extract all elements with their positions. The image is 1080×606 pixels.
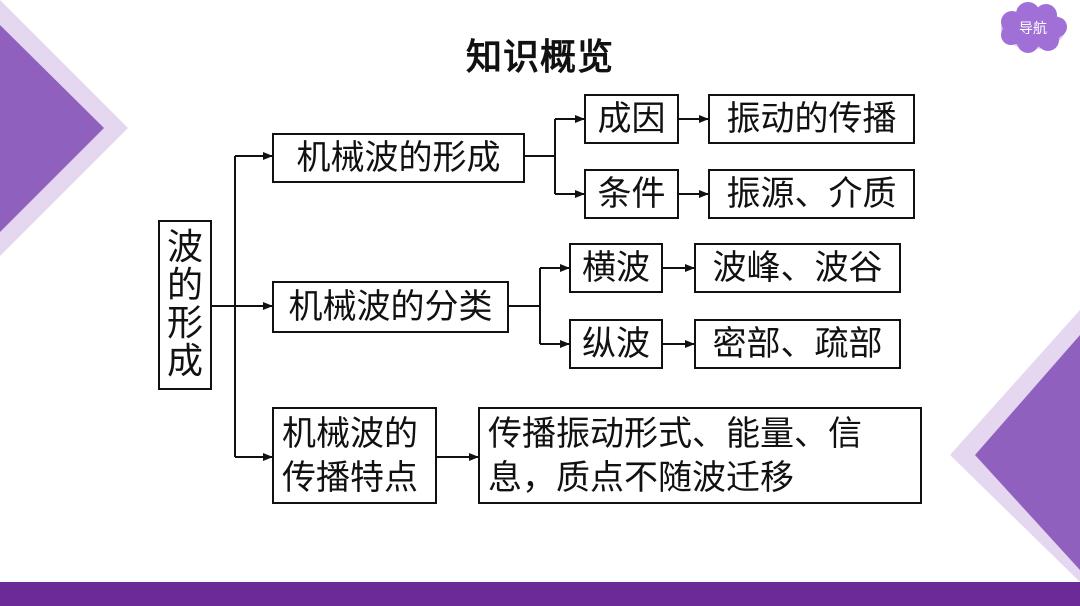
root-box: 波 的 形 成 — [158, 220, 212, 390]
condition-box: 条件 — [584, 169, 679, 219]
transverse-wave-box: 横波 — [569, 243, 663, 293]
page-title: 知识概览 — [465, 37, 614, 78]
features-detail-line2: 息，质点不随波迁移 — [488, 457, 794, 498]
root-char: 的 — [166, 265, 203, 306]
root-char: 形 — [166, 303, 203, 344]
features-detail-box: 传播振动形式、能量、信 息，质点不随波迁移 — [478, 407, 922, 504]
bottom-bar — [0, 582, 1080, 606]
formation-box: 机械波的形成 — [272, 133, 525, 183]
nav-button-label: 导航 — [1019, 21, 1047, 37]
transverse-detail-box: 波峰、波谷 — [694, 243, 901, 293]
features-box: 机械波的 传播特点 — [272, 407, 437, 504]
root-char: 成 — [166, 341, 203, 382]
condition-detail-box: 振源、介质 — [708, 169, 915, 219]
root-char: 波 — [166, 227, 203, 268]
features-label-line2: 传播特点 — [282, 457, 418, 498]
longitudinal-wave-box: 纵波 — [569, 319, 663, 369]
features-detail-line1: 传播振动形式、能量、信 — [488, 413, 862, 454]
longitudinal-detail-box: 密部、疏部 — [694, 319, 901, 369]
classification-box: 机械波的分类 — [272, 281, 509, 333]
cloud-icon — [1001, 2, 1067, 53]
nav-button[interactable]: 导航 — [998, 2, 1068, 54]
cause-detail-box: 振动的传播 — [708, 94, 915, 144]
cause-box: 成因 — [584, 94, 679, 144]
features-label-line1: 机械波的 — [282, 413, 418, 454]
